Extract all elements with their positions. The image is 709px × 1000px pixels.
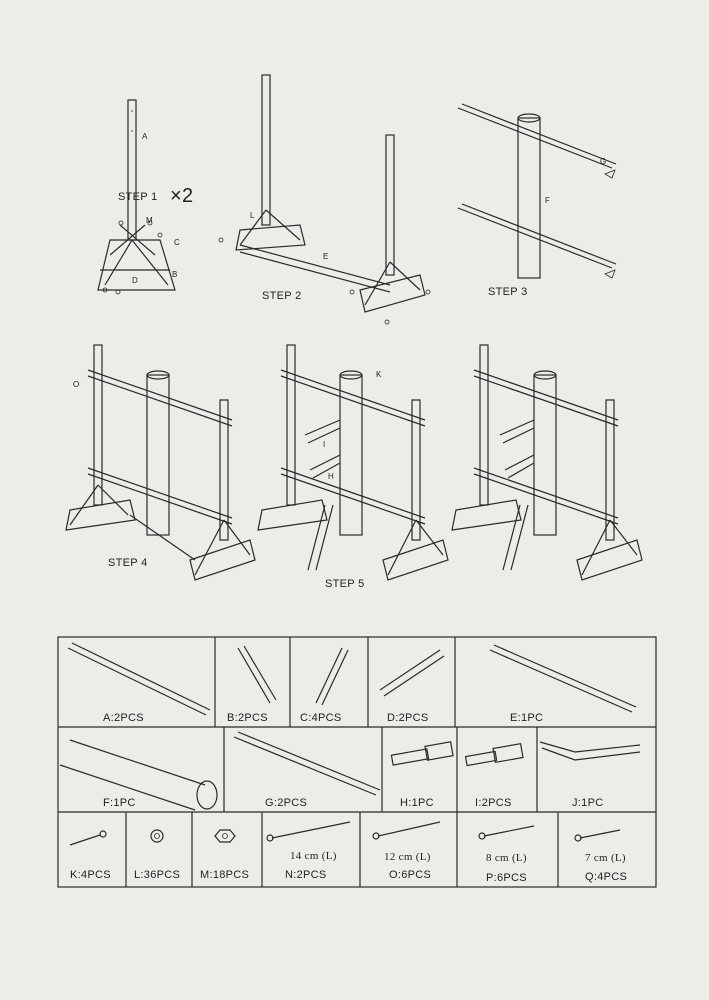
part-J-label: J:1PC <box>572 797 604 809</box>
part-A-label: A:2PCS <box>103 712 144 724</box>
part-P-sketch <box>478 825 535 840</box>
part-F-sketch <box>59 739 218 811</box>
callout-E: E <box>323 252 329 261</box>
step1-illustration <box>97 99 176 295</box>
callout-I: I <box>323 440 326 449</box>
part-Q-label: Q:4PCS <box>585 871 628 883</box>
callout-G: G <box>600 157 607 166</box>
callout-L: L <box>250 211 255 220</box>
part-Q-length: 7 cm (L) <box>585 852 626 864</box>
part-A-sketch <box>67 642 211 716</box>
part-L-sketch <box>150 829 164 843</box>
part-O-label: O:6PCS <box>389 869 432 881</box>
part-O-sketch <box>372 821 441 840</box>
step4-label: STEP 4 <box>108 557 148 569</box>
part-H-label: H:1PC <box>400 797 434 809</box>
part-P-label: P:6PCS <box>486 872 527 884</box>
callout-O: O <box>73 380 80 389</box>
part-D-label: D:2PCS <box>387 712 429 724</box>
part-I-sketch <box>464 742 524 767</box>
part-Q-sketch <box>574 829 621 842</box>
step5-illustration <box>257 344 449 581</box>
part-C-label: C:4PCS <box>300 712 342 724</box>
step2-illustration <box>218 74 431 325</box>
step3-illustration <box>457 103 617 279</box>
part-N-label: N:2PCS <box>285 869 327 881</box>
callout-H: H <box>328 472 335 481</box>
part-O-length: 12 cm (L) <box>384 851 431 863</box>
callout-K: K <box>376 370 382 379</box>
part-E-sketch <box>489 644 637 713</box>
part-B-label: B:2PCS <box>227 712 268 724</box>
part-E-label: E:1PC <box>510 712 544 724</box>
part-B-sketch <box>237 645 277 704</box>
part-C-sketch <box>315 647 349 706</box>
callout-B: B <box>172 270 178 279</box>
step4-illustration <box>65 344 256 581</box>
callout-D: D <box>132 276 139 285</box>
callout-F: F <box>545 196 551 205</box>
callout-M: M <box>146 216 153 225</box>
callout-C: C <box>174 238 181 247</box>
part-J-sketch <box>539 741 641 761</box>
part-K-sketch <box>69 830 107 846</box>
parts-table <box>57 636 657 888</box>
step1-multiplier: ×2 <box>170 185 194 207</box>
part-L-label: L:36PCS <box>134 869 181 881</box>
step3-label: STEP 3 <box>488 286 528 298</box>
part-G-label: G:2PCS <box>265 797 308 809</box>
part-N-sketch <box>266 821 351 842</box>
final-assembly-illustration <box>451 344 643 581</box>
part-I-label: I:2PCS <box>475 797 512 809</box>
part-N-length: 14 cm (L) <box>290 850 337 862</box>
part-F-label: F:1PC <box>103 797 136 809</box>
callout-A: A <box>142 132 148 141</box>
part-M-label: M:18PCS <box>200 869 250 881</box>
step5-label: STEP 5 <box>325 578 365 590</box>
part-M-sketch <box>214 829 236 843</box>
step2-label: STEP 2 <box>262 290 302 302</box>
part-K-label: K:4PCS <box>70 869 111 881</box>
part-D-sketch <box>379 649 445 697</box>
part-G-sketch <box>233 731 381 796</box>
step1-label: STEP 1 <box>118 191 158 203</box>
part-P-length: 8 cm (L) <box>486 852 527 864</box>
part-H-sketch <box>390 741 454 766</box>
